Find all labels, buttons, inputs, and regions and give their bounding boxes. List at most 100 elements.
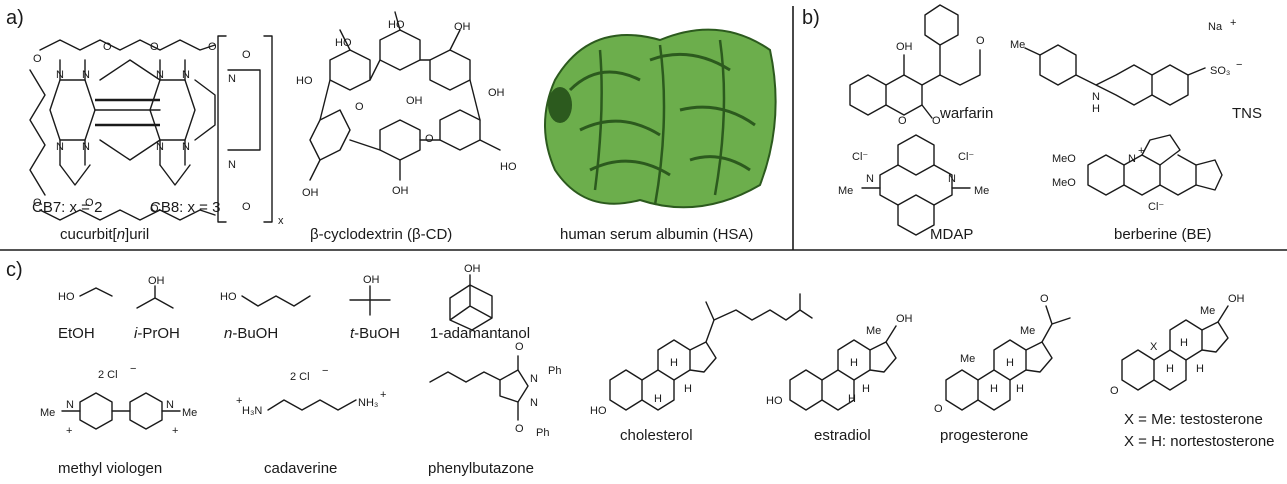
viologen-n2: N (166, 399, 174, 411)
estradiol-label: estradiol (814, 427, 871, 444)
cadaverine-plus2: + (380, 389, 386, 401)
cb-atom-n9: N (228, 73, 236, 85)
nbutanol-ho: HO (220, 291, 237, 303)
berberine-structure (1087, 134, 1223, 196)
progesterone-h1: H (1006, 357, 1014, 369)
testosterone-o: O (1110, 385, 1119, 397)
pbz-o1: O (515, 341, 524, 353)
viologen-me2: Me (182, 407, 197, 419)
viologen-2cl: 2 Cl (98, 369, 118, 381)
berberine-plus: + (1138, 145, 1144, 157)
progesterone-me1: Me (960, 353, 975, 365)
cd-atom-ho1: HO (296, 75, 313, 87)
cb-atom-n10: N (228, 159, 236, 171)
ethanol-label: EtOH (58, 325, 95, 342)
cholesterol-h1: H (654, 393, 662, 405)
cholesterol-structure (609, 293, 813, 411)
cucurbituril-structure: O O O O O O O O O N N N N N N N N N N (29, 35, 273, 223)
viologen-minus: − (130, 363, 136, 375)
testosterone-h2: H (1166, 363, 1174, 375)
cd-atom-oh2: OH (488, 87, 505, 99)
tbutanol-structure (349, 285, 391, 316)
warfarin-o3: O (976, 35, 985, 47)
nbutanol-label: n-BuOH (224, 325, 278, 342)
ethanol-structure (79, 287, 113, 297)
cb8-formula: CB8: x = 3 (150, 199, 220, 216)
cadaverine-plus1: + (236, 395, 242, 407)
cb-atom-n7: N (156, 141, 164, 153)
cadaverine-structure (267, 399, 357, 411)
tns-n: N (1092, 91, 1100, 103)
mdap-n1: N (866, 173, 874, 185)
mdap-n2: N (948, 173, 956, 185)
progesterone-label: progesterone (940, 427, 1028, 444)
estradiol-h1: H (848, 393, 856, 405)
tns-structure (1024, 44, 1206, 106)
cb-atom-n1: N (56, 69, 64, 81)
cb-atom-n8: N (182, 141, 190, 153)
cb-atom-n5: N (56, 141, 64, 153)
panel-label-b: b) (802, 7, 820, 29)
progesterone-h2: H (990, 383, 998, 395)
cd-atom-oh4: OH (302, 187, 319, 199)
cb-atom-o9: O (242, 201, 251, 213)
progesterone-me2: Me (1020, 325, 1035, 337)
cadaverine-nh3: NH₃ (358, 397, 378, 409)
cb-atom-o4: O (208, 41, 217, 53)
tns-plus: + (1230, 17, 1236, 29)
tns-na: Na (1208, 21, 1223, 33)
cb-atom-o3: O (150, 41, 159, 53)
phenylbutazone-structure (429, 355, 529, 421)
cholesterol-label: cholesterol (620, 427, 693, 444)
testosterone-h1: H (1180, 337, 1188, 349)
cb-atom-o5: O (242, 49, 251, 61)
phenylbutazone-label: phenylbutazone (428, 460, 534, 477)
ethanol-ho: HO (58, 291, 75, 303)
cyclodextrin-caption: β-cyclodextrin (β-CD) (310, 226, 452, 243)
warfarin-o1: O (898, 115, 907, 127)
pbz-ph2: Ph (536, 427, 549, 439)
cd-atom-ho3: HO (388, 19, 405, 31)
cd-atom-oh5: OH (406, 95, 423, 107)
progesterone-o1: O (934, 403, 943, 415)
cb-atom-n4: N (182, 69, 190, 81)
cadaverine-h3n: H₃N (242, 405, 262, 417)
warfarin-label: warfarin (939, 105, 993, 122)
pbz-n2: N (530, 397, 538, 409)
cadaverine-label: cadaverine (264, 460, 337, 477)
pbz-n1: N (530, 373, 538, 385)
cadaverine-minus: − (322, 365, 328, 377)
cb-atom-o8: O (150, 203, 159, 215)
mdap-label: MDAP (930, 226, 973, 243)
testosterone-me: Me (1200, 305, 1215, 317)
estradiol-h3: H (850, 357, 858, 369)
hsa-protein-ribbon (544, 28, 777, 209)
warfarin-o2: O (932, 115, 941, 127)
estradiol-ho: HO (766, 395, 783, 407)
cb-atom-o2: O (103, 41, 112, 53)
cholesterol-h3: H (670, 357, 678, 369)
cd-atom-oh1: OH (454, 21, 471, 33)
estradiol-me: Me (866, 325, 881, 337)
cd-atom-o1: O (355, 101, 364, 113)
panel-label-c: c) (6, 259, 23, 281)
isopropanol-structure (136, 285, 174, 309)
estradiol-structure (789, 325, 897, 411)
estradiol-oh: OH (896, 313, 913, 325)
methyl-viologen-label: methyl viologen (58, 460, 162, 477)
tns-so3: SO₃ (1210, 65, 1230, 77)
progesterone-o2: O (1040, 293, 1049, 305)
tbutanol-oh: OH (363, 274, 380, 286)
tns-h: H (1092, 103, 1100, 115)
pbz-o2: O (515, 423, 524, 435)
berberine-n: N (1128, 153, 1136, 165)
methyl-viologen-structure (61, 392, 181, 430)
viologen-me1: Me (40, 407, 55, 419)
cholesterol-ho: HO (590, 405, 607, 417)
testosterone-h3: H (1196, 363, 1204, 375)
cd-atom-oh3: OH (392, 185, 409, 197)
mdap-cl1: Cl⁻ (852, 151, 868, 163)
panel-label-a: a) (6, 7, 24, 29)
cb-atom-n3: N (156, 69, 164, 81)
